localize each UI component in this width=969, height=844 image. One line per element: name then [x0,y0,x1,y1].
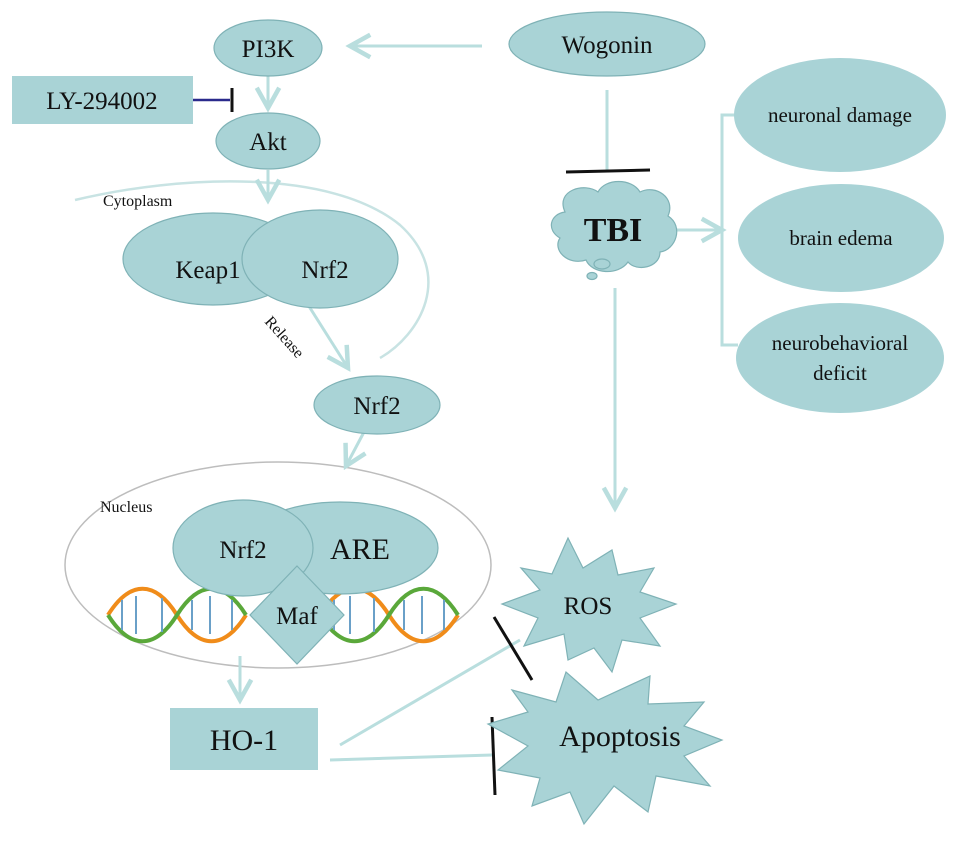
keap1-label: Keap1 [175,257,240,284]
ros-label: ROS [564,593,613,620]
ly294002-box: LY-294002 [12,76,193,124]
brain-edema-node: brain edema [738,184,944,292]
ros-starburst: ROS [500,536,678,674]
nucleus-label: Nucleus [100,499,152,516]
ly294002-label: LY-294002 [46,88,157,115]
nrf2-are-complex: ARE Nrf2 [172,499,439,597]
cytoplasm-label: Cytoplasm [103,193,173,210]
cytoplasm-boundary [74,180,430,360]
neurobehavioral-deficit-node: neurobehavioral deficit [736,303,944,413]
neuronal-damage-label: neuronal damage [768,103,912,127]
brain-edema-label: brain edema [789,226,893,250]
apoptosis-label: Apoptosis [559,720,681,753]
neurobehavioral-label-line1: neurobehavioral [772,331,909,355]
pi3k-label: PI3K [242,36,295,63]
wogonin-tbi-inhibit-bar [565,168,651,174]
are-label: ARE [330,533,390,566]
tbi-label: TBI [584,212,643,249]
release-label: Release [261,313,307,361]
maf-label: Maf [276,603,318,630]
wogonin-label: Wogonin [561,32,653,59]
akt-label: Akt [249,129,287,156]
nrf2-free-label: Nrf2 [353,393,400,420]
nucleus-boundary [64,461,492,669]
outcome-bracket [720,113,738,347]
ho1-to-ros-line [339,638,521,747]
neurobehavioral-label-line2: deficit [813,361,867,385]
ros-inhibit-bar [492,616,534,681]
keap1-nrf2-complex: Keap1 Nrf2 [122,209,399,309]
nrf2-nucleus-label: Nrf2 [219,537,266,564]
pi3k-node: PI3K [213,19,323,77]
tbi-cloud: TBI [550,180,678,281]
neuronal-damage-node: neuronal damage [734,58,946,172]
arrow-release-to-nrf2 [303,299,348,368]
wogonin-node: Wogonin [508,11,706,77]
arrow-nrf2-to-nucleus [346,431,364,466]
ho1-box: HO-1 [170,708,318,770]
nrf2-free-node: Nrf2 [313,375,441,435]
maf-node: Maf [249,565,345,665]
ho1-to-apoptosis-line [329,753,493,762]
apoptosis-inhibit-bar [490,716,497,796]
ho1-label: HO-1 [210,724,278,757]
apoptosis-starburst: Apoptosis [486,670,724,826]
nrf2-bound-label: Nrf2 [301,257,348,284]
akt-node: Akt [215,112,321,170]
